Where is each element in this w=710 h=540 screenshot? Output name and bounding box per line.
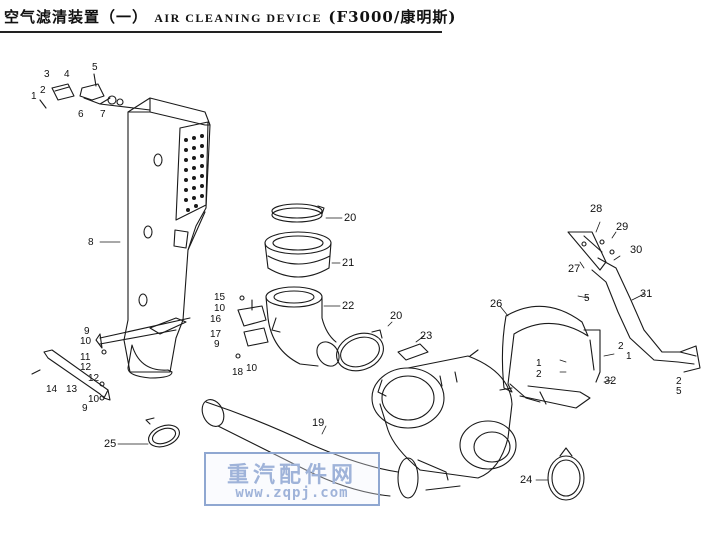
callout-9: 9 xyxy=(84,326,90,337)
callout-24: 24 xyxy=(520,474,532,486)
callout-23: 23 xyxy=(420,330,432,342)
callout-5: 5 xyxy=(584,293,590,304)
callout-7: 7 xyxy=(100,109,106,120)
rubber-sleeve-part xyxy=(264,231,332,278)
callout-27: 27 xyxy=(568,263,580,275)
intake-snorkel-part xyxy=(123,97,211,379)
watermark-brand: 重汽配件网 xyxy=(226,463,357,488)
callout-20: 20 xyxy=(344,212,356,224)
callout-19: 19 xyxy=(312,417,324,429)
callout-2: 2 xyxy=(40,85,46,96)
callout-9: 9 xyxy=(82,403,88,414)
callout-26: 26 xyxy=(490,298,502,310)
callout-12: 12 xyxy=(88,373,100,384)
callout-29: 29 xyxy=(616,221,628,233)
callout-18: 18 xyxy=(232,367,244,378)
hose-clamp-upper xyxy=(271,203,325,223)
callout-numbers: 1 2 3 4 5 6 7 8 9 10 11 12 13 14 10 9 12… xyxy=(31,62,682,486)
callout-5: 5 xyxy=(92,62,98,73)
title-english: AIR CLEANING DEVICE xyxy=(154,11,323,25)
watermark-box: 重汽配件网 www.zqpj.com xyxy=(204,452,380,506)
callout-17: 17 xyxy=(210,329,222,340)
page-title: 空气滤清装置（一） AIR CLEANING DEVICE (F3000/康明斯… xyxy=(4,6,456,27)
callout-12: 12 xyxy=(80,362,92,373)
callout-1: 1 xyxy=(31,91,37,102)
callout-14: 14 xyxy=(46,384,58,395)
top-mounting-bracket xyxy=(39,73,151,111)
callout-8: 8 xyxy=(88,237,94,248)
hose-clamp-right xyxy=(547,447,585,501)
callout-31: 31 xyxy=(640,288,652,300)
watermark-url: www.zqpj.com xyxy=(235,485,349,501)
callout-32: 32 xyxy=(604,375,616,387)
mounting-strap-part xyxy=(501,305,601,409)
callout-11: 11 xyxy=(80,352,91,363)
callout-15: 15 xyxy=(214,292,226,303)
callout-28: 28 xyxy=(590,203,602,215)
callout-10: 10 xyxy=(246,363,258,374)
callout-10: 10 xyxy=(80,336,92,347)
intake-elbow-part xyxy=(265,286,340,367)
callout-21: 21 xyxy=(342,257,354,269)
callout-4: 4 xyxy=(64,69,70,80)
callout-13: 13 xyxy=(66,384,78,395)
title-chinese: 空气滤清装置（一） xyxy=(4,8,149,26)
lower-support-bracket xyxy=(31,317,191,401)
callout-3: 3 xyxy=(44,69,50,80)
callout-6: 6 xyxy=(78,109,84,120)
elbow-bracket xyxy=(235,295,269,359)
callout-1: 1 xyxy=(536,358,542,369)
callout-10: 10 xyxy=(214,303,226,314)
callout-22: 22 xyxy=(342,300,354,312)
callout-5: 5 xyxy=(676,386,682,397)
callout-25: 25 xyxy=(104,438,116,450)
support-arm-part xyxy=(567,231,701,373)
intake-hose-part xyxy=(201,399,461,499)
title-underline xyxy=(0,31,442,33)
callout-20: 20 xyxy=(390,310,402,322)
callout-30: 30 xyxy=(630,244,642,256)
callout-2: 2 xyxy=(536,369,542,380)
hose-clamp-middle xyxy=(336,329,384,372)
title-model: (F3000/康明斯) xyxy=(328,8,457,26)
hose-clamp-left xyxy=(145,417,180,448)
callout-16: 16 xyxy=(210,314,222,325)
callout-2: 2 xyxy=(618,341,624,352)
air-filter-housing xyxy=(371,343,517,479)
callout-2: 2 xyxy=(676,376,682,387)
callout-leader-lines xyxy=(99,217,645,481)
callout-9: 9 xyxy=(214,339,220,350)
callout-10: 10 xyxy=(88,394,100,405)
callout-1: 1 xyxy=(626,351,632,362)
